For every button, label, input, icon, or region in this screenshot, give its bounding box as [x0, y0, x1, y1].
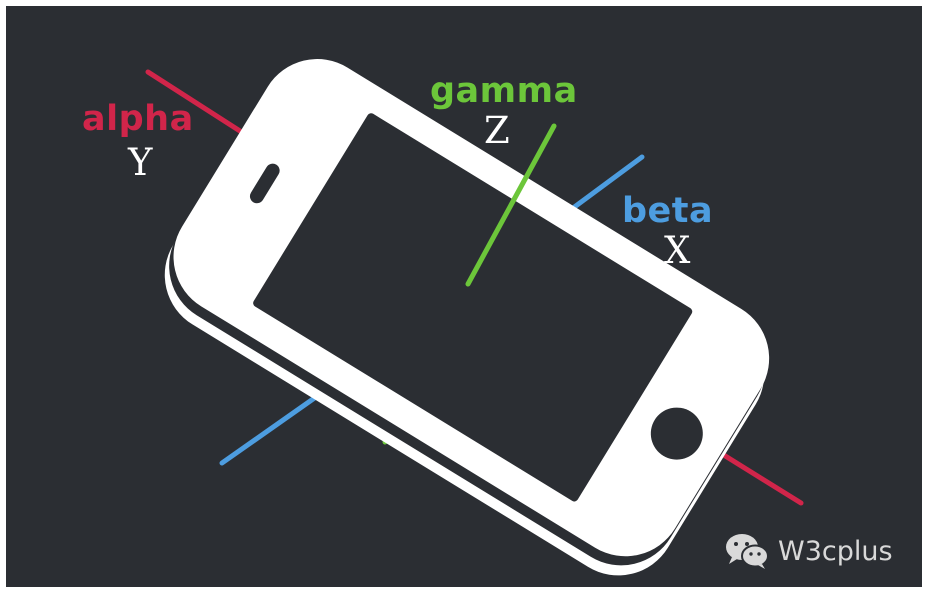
phone-orientation-illustration	[145, 59, 804, 576]
gamma-axis-letter: Z	[484, 109, 510, 152]
gamma-axis-upper	[465, 123, 557, 287]
phone-device	[164, 59, 770, 576]
watermark: W3cplus	[724, 532, 893, 570]
beta-axis-letter: X	[664, 229, 691, 272]
watermark-text: W3cplus	[778, 535, 893, 567]
orientation-diagram: alpha Y gamma Z beta X W3cplus	[6, 6, 922, 587]
beta-label: beta	[622, 191, 714, 231]
alpha-axis-letter: Y	[128, 141, 153, 184]
alpha-label: alpha	[82, 99, 194, 139]
phone-screen	[253, 113, 693, 502]
home-button	[650, 407, 703, 460]
gamma-label: gamma	[430, 71, 578, 111]
alpha-axis-back	[145, 69, 257, 143]
earpiece-slot	[249, 163, 280, 204]
wechat-icon	[726, 534, 769, 569]
